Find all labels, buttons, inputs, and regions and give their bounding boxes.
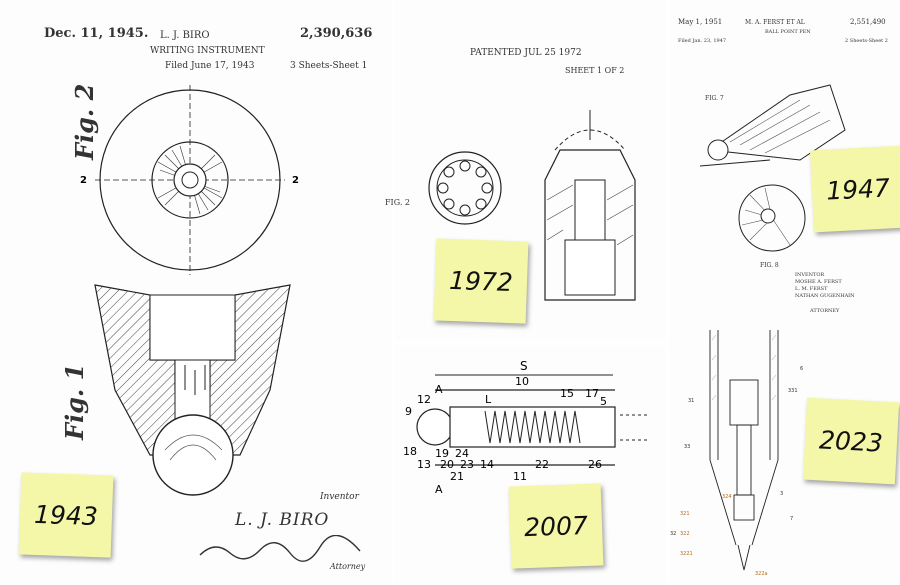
svg-text:11: 11 bbox=[513, 470, 527, 483]
patent-1947-inventor: M. A. FERST ET AL bbox=[745, 19, 805, 26]
svg-text:A: A bbox=[435, 383, 443, 396]
svg-text:5: 5 bbox=[600, 395, 607, 408]
sticky-note-1943: 1943 bbox=[18, 472, 114, 558]
svg-text:14: 14 bbox=[480, 458, 494, 471]
svg-text:12: 12 bbox=[417, 393, 431, 406]
patent-1943-filed: Filed June 17, 1943 bbox=[165, 61, 255, 71]
svg-text:19: 19 bbox=[435, 447, 449, 460]
svg-text:15: 15 bbox=[560, 387, 574, 400]
patent-1943-sheets: 3 Sheets-Sheet 1 bbox=[290, 61, 368, 71]
patent-1947-sheets: 2 Sheets-Sheet 2 bbox=[845, 38, 888, 44]
inventor-block-line: MOSHE A. FERST bbox=[795, 279, 842, 285]
sticky-note-1947: 1947 bbox=[809, 145, 900, 233]
inventor-block-line: NATHAN GUGENHAIN bbox=[795, 293, 855, 299]
fig2-top-view-drawing: 2 2 bbox=[80, 85, 299, 275]
inventor-block-line: INVENTOR bbox=[795, 272, 825, 278]
patent-1972-panel: PATENTED JUL 25 1972 SHEET 1 OF 2 FIG. 2… bbox=[385, 0, 665, 340]
patent-2007-panel: S 9 12 A L 10 15 17 5 18 13 20 23 14 22 … bbox=[395, 345, 665, 585]
svg-text:20: 20 bbox=[440, 458, 454, 471]
patent-1943-date: Dec. 11, 1945. bbox=[44, 26, 149, 41]
patent-1943-title: WRITING INSTRUMENT bbox=[150, 46, 265, 56]
patent-1947-drawing bbox=[699, 84, 846, 252]
svg-text:322a: 322a bbox=[755, 571, 768, 577]
fig1-section-drawing bbox=[94, 284, 291, 496]
svg-text:2: 2 bbox=[292, 175, 299, 186]
svg-text:26: 26 bbox=[588, 458, 602, 471]
fig2-label: Fig. 2 bbox=[70, 83, 99, 160]
svg-text:9: 9 bbox=[405, 405, 412, 418]
patent-1947-fig7: FIG. 7 bbox=[705, 95, 724, 102]
biro-signature-name: L. J. BIRO bbox=[235, 510, 330, 530]
svg-text:3221: 3221 bbox=[680, 551, 693, 557]
fig1-label: Fig. 1 bbox=[60, 363, 89, 440]
svg-text:331: 331 bbox=[788, 388, 798, 394]
svg-text:322: 322 bbox=[680, 531, 690, 537]
patent-1947-attorney: ATTORNEY bbox=[810, 308, 840, 314]
patent-1972-drawing bbox=[428, 110, 636, 301]
svg-text:17: 17 bbox=[585, 387, 599, 400]
svg-text:10: 10 bbox=[515, 375, 529, 388]
svg-text:33: 33 bbox=[684, 444, 690, 450]
patent-1947-filed: Filed Jan. 23, 1947 bbox=[678, 38, 727, 44]
attorney-signature bbox=[199, 535, 361, 562]
svg-text:6: 6 bbox=[800, 366, 803, 372]
patent-1947-inventor-block: INVENTOR MOSHE A. FERST L. M. FERST NATH… bbox=[795, 272, 855, 300]
svg-text:24: 24 bbox=[455, 447, 469, 460]
svg-text:13: 13 bbox=[417, 458, 431, 471]
svg-text:7: 7 bbox=[790, 516, 793, 522]
patent-1947-number: 2,551,490 bbox=[850, 18, 886, 26]
svg-text:2: 2 bbox=[80, 175, 87, 186]
svg-text:22: 22 bbox=[535, 458, 549, 471]
svg-text:L: L bbox=[485, 393, 492, 406]
patent-1947-date: May 1, 1951 bbox=[678, 18, 723, 26]
svg-text:23: 23 bbox=[460, 458, 474, 471]
svg-text:S: S bbox=[520, 359, 528, 373]
patent-1947-fig8: FIG. 8 bbox=[760, 262, 779, 269]
svg-text:18: 18 bbox=[403, 445, 417, 458]
svg-text:32: 32 bbox=[670, 531, 676, 537]
patent-2007-drawing: S 9 12 A L 10 15 17 5 18 13 20 23 14 22 … bbox=[403, 359, 650, 496]
inventor-caption: Inventor bbox=[320, 492, 359, 502]
svg-text:21: 21 bbox=[450, 470, 464, 483]
svg-text:A: A bbox=[435, 483, 443, 496]
patent-1972-patented: PATENTED JUL 25 1972 bbox=[470, 48, 582, 58]
patent-1943-number: 2,390,636 bbox=[300, 26, 373, 41]
inventor-block-line: L. M. FERST bbox=[795, 286, 828, 292]
patent-1972-sheet: SHEET 1 OF 2 bbox=[565, 66, 625, 75]
sticky-note-2023: 2023 bbox=[802, 397, 900, 485]
patent-1947-title: BALL POINT PEN bbox=[765, 29, 811, 35]
patent-1972-fig-label: FIG. 2 bbox=[385, 198, 410, 207]
svg-text:324: 324 bbox=[722, 494, 732, 500]
svg-text:321: 321 bbox=[680, 511, 690, 517]
patent-1943-inventor: L. J. BIRO bbox=[160, 30, 210, 41]
patent-1947-panel: May 1, 1951 M. A. FERST ET AL 2,551,490 … bbox=[670, 0, 900, 330]
sticky-note-2007: 2007 bbox=[508, 483, 604, 569]
svg-text:31: 31 bbox=[688, 398, 694, 404]
svg-text:3: 3 bbox=[780, 491, 783, 497]
sticky-note-1972: 1972 bbox=[433, 238, 529, 324]
attorney-caption: Attorney bbox=[330, 562, 366, 571]
